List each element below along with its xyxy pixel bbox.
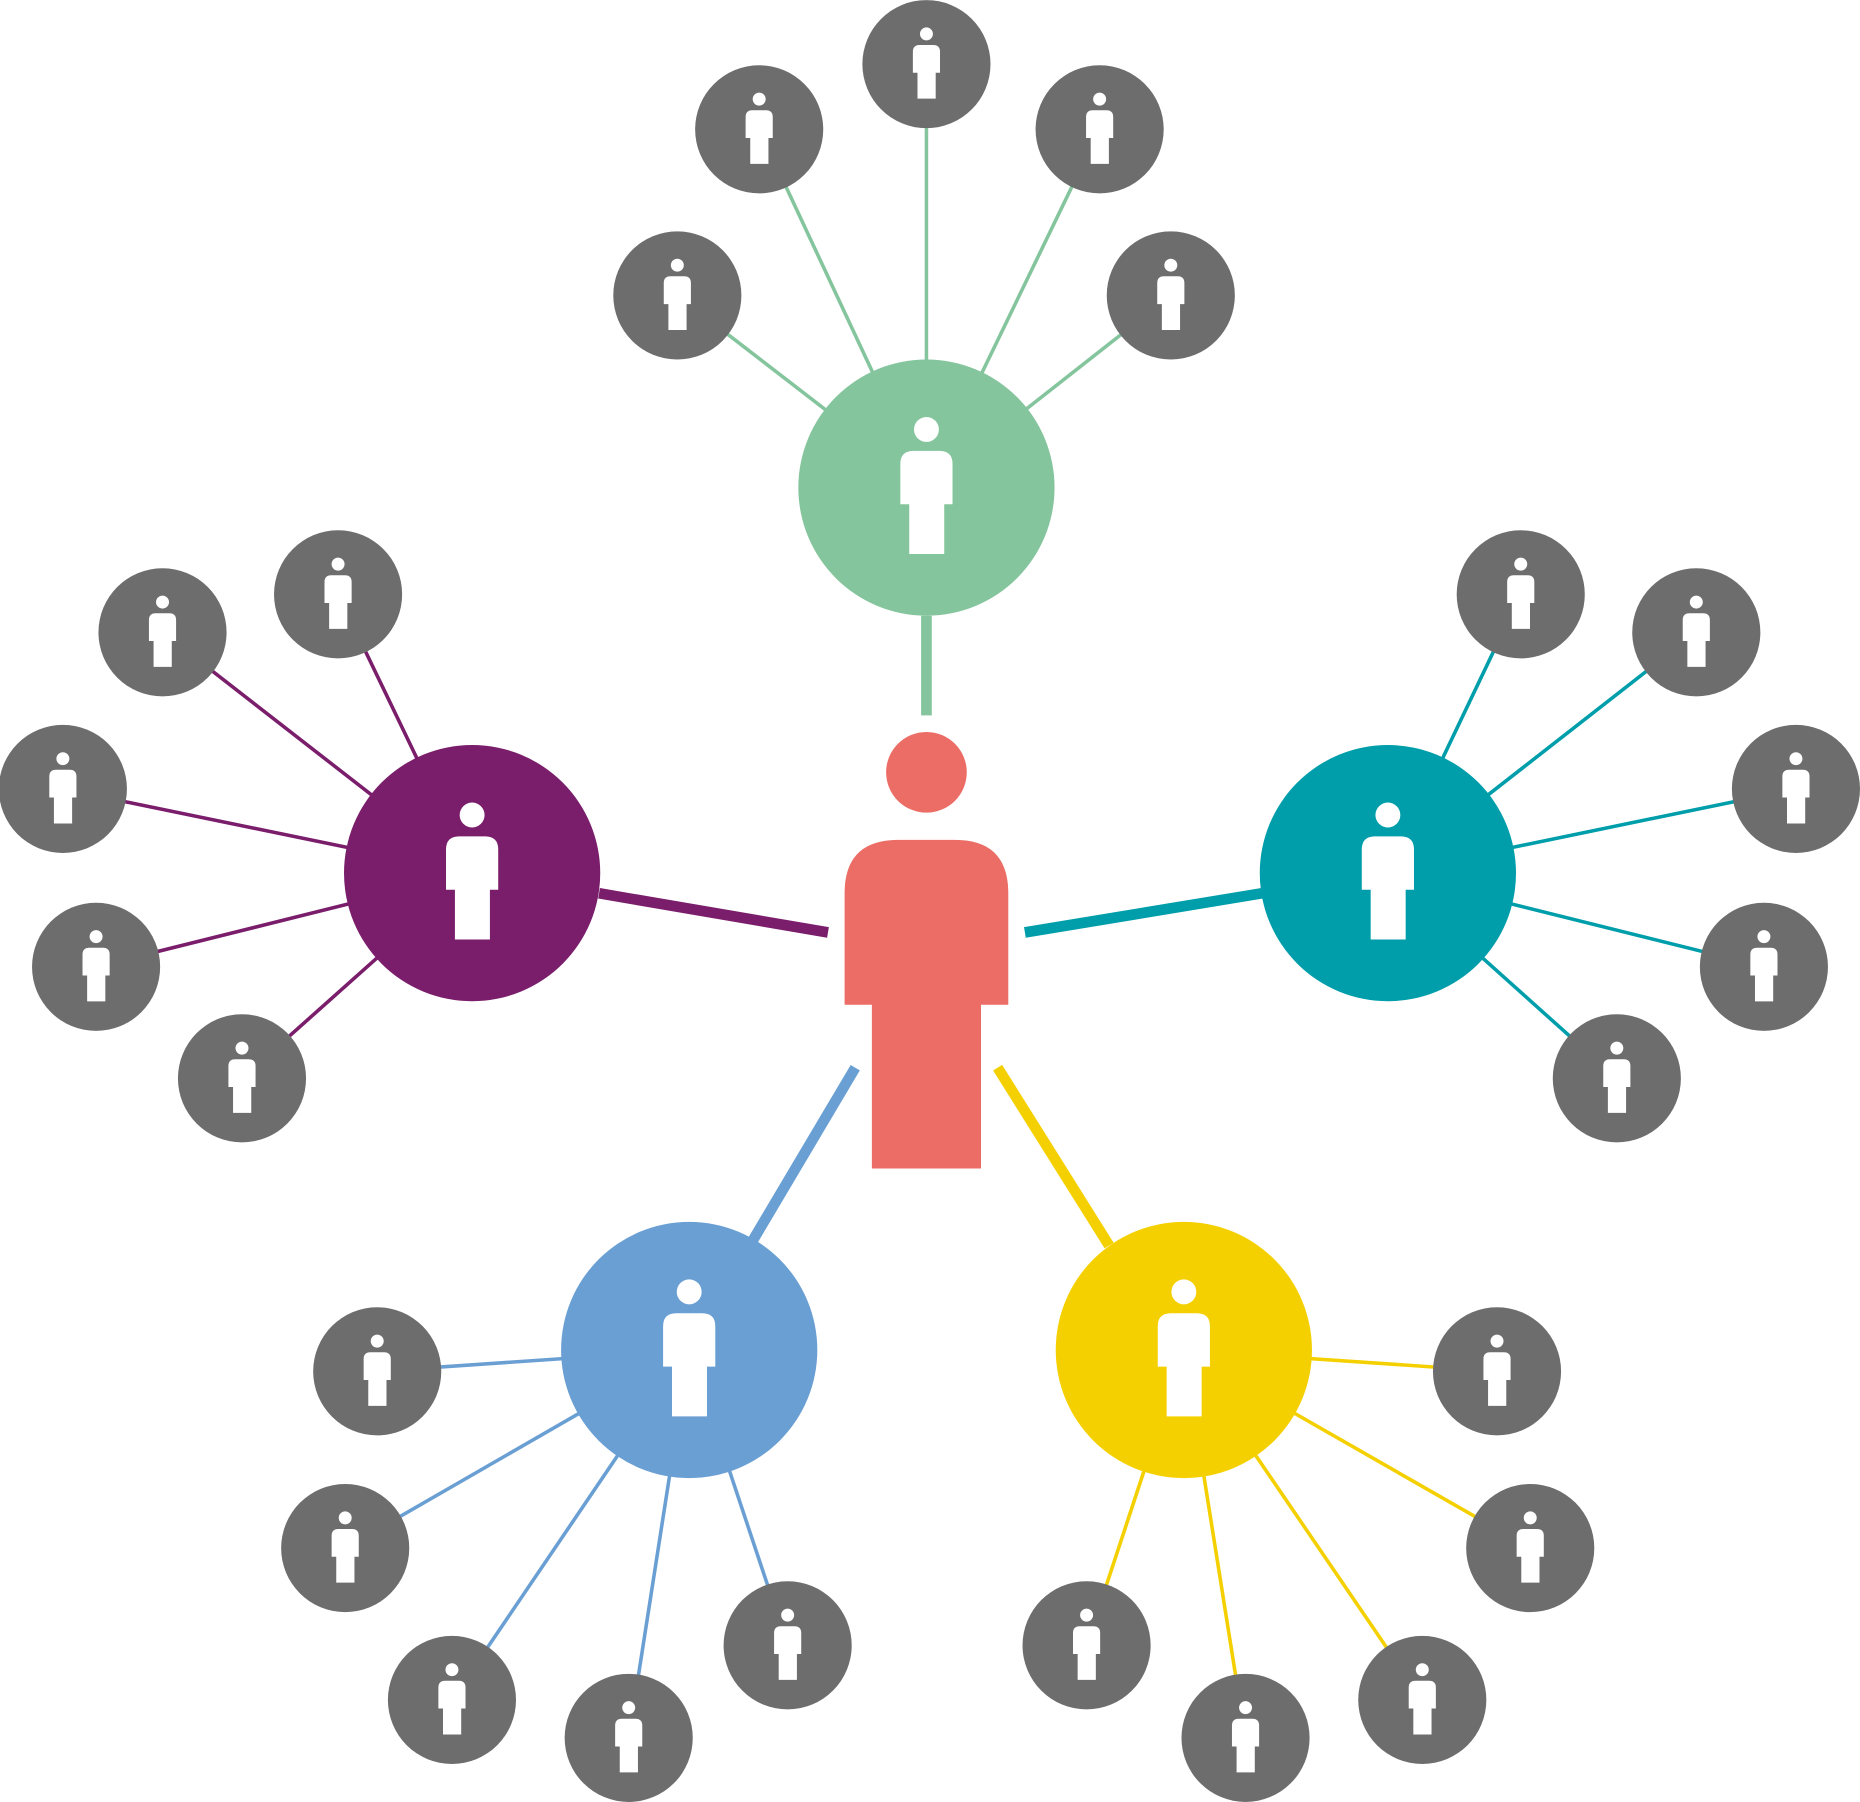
hub-connector-left: [598, 888, 829, 938]
person-icon: [1483, 1334, 1511, 1406]
person-icon: [615, 1701, 643, 1773]
hub-connector-right: [1024, 888, 1264, 938]
center-person-icon: [844, 731, 1009, 1169]
person-icon: [1682, 595, 1710, 667]
person-icon: [1408, 1663, 1436, 1735]
person-icon: [1750, 930, 1778, 1002]
person-icon: [1157, 258, 1185, 330]
central-person: [844, 731, 1009, 1169]
person-icon: [1157, 1279, 1210, 1417]
hub-connector-bottom-right: [993, 1064, 1114, 1249]
person-icon: [1361, 802, 1414, 940]
person-icon: [1231, 1701, 1260, 1773]
person-icon: [1073, 1608, 1101, 1680]
person-icon: [774, 1608, 802, 1680]
person-icon: [745, 92, 773, 164]
person-icon: [331, 1511, 359, 1583]
person-icon: [1603, 1041, 1631, 1113]
person-icon: [148, 595, 177, 667]
person-icon: [228, 1041, 256, 1113]
person-icon: [324, 557, 352, 629]
person-icon: [1086, 92, 1114, 164]
person-icon: [446, 802, 499, 940]
hub-connector-bottom-left: [748, 1064, 860, 1243]
person-icon: [1516, 1511, 1544, 1583]
person-icon: [1782, 752, 1810, 824]
person-icon: [363, 1334, 391, 1406]
person-icon: [663, 1279, 716, 1417]
person-icon: [663, 258, 691, 330]
person-icon: [912, 27, 941, 99]
person-icon: [49, 752, 77, 824]
person-icon: [82, 930, 110, 1002]
person-icon: [900, 417, 953, 555]
person-icon: [438, 1663, 466, 1735]
person-icon: [1507, 557, 1535, 629]
